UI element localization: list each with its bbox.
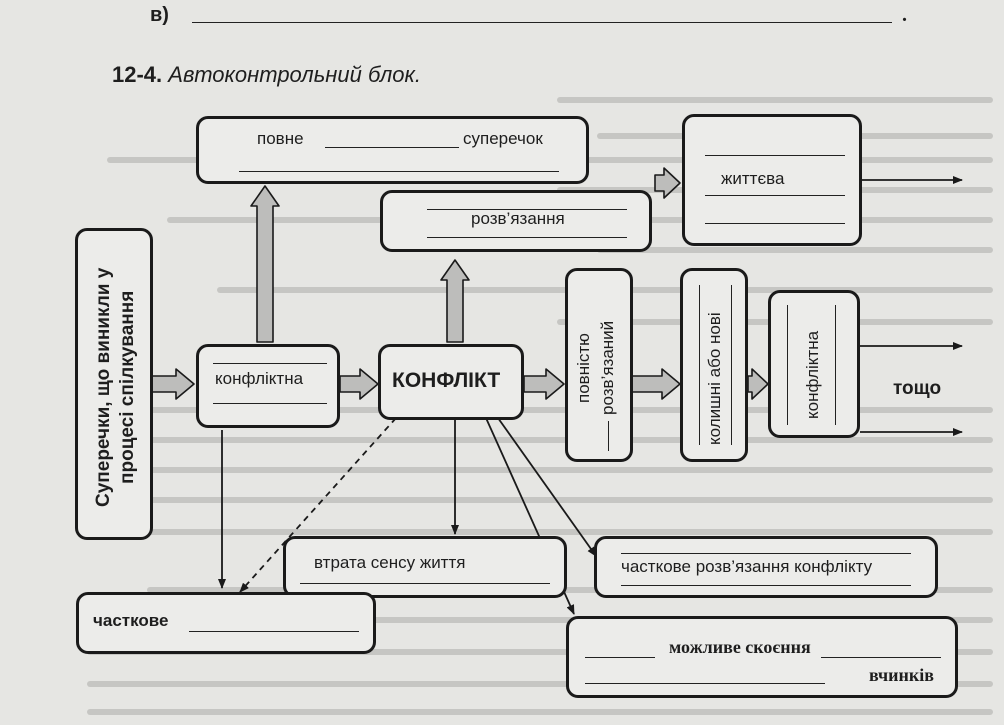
blank-line-complete-lower bbox=[239, 171, 559, 172]
loss-of-meaning-label: втрата сенсу життя bbox=[314, 553, 466, 572]
former-or-new-box: колишні або нові bbox=[680, 268, 748, 462]
hollow-arrow-resolution-to-vital bbox=[654, 167, 681, 199]
possible-acts-box: можливе скоєння вчинків bbox=[566, 616, 958, 698]
hollow-arrow-fully-resolved-to-former bbox=[631, 368, 681, 400]
hollow-arrow-disagreements-to-conflictual bbox=[151, 368, 195, 400]
disagreements-during-communication-box: Суперечки, що виникли у процесі спілкува… bbox=[75, 228, 153, 540]
dashed-arrow-conflict-to-partial bbox=[239, 417, 397, 593]
blank-line-resolution-top bbox=[427, 209, 627, 210]
blank-line-fully-resolved bbox=[608, 421, 609, 451]
fully-resolved-box: повністю розв’язаний bbox=[565, 268, 633, 462]
hollow-arrow-former-to-conflictual-vertical bbox=[747, 368, 769, 400]
loss-of-meaning-box: втрата сенсу життя bbox=[283, 536, 567, 598]
blank-line-conflictual-v-2 bbox=[835, 305, 836, 425]
blank-line-former-1 bbox=[699, 285, 700, 445]
blank-line-conflictual-top bbox=[213, 363, 327, 364]
conflictual-vertical-label: конфліктна bbox=[803, 330, 822, 419]
former-or-new-label: колишні або нові bbox=[705, 312, 724, 445]
conflict-box: КОНФЛІКТ bbox=[378, 344, 524, 420]
blank-line-complete bbox=[325, 147, 459, 148]
resolution-box: розв’язання bbox=[380, 190, 652, 252]
blank-line-vital-1 bbox=[705, 155, 845, 156]
vital-label: життєва bbox=[721, 169, 785, 188]
blank-line-partial-resolution-top bbox=[621, 553, 911, 554]
hollow-arrow-conflict-up-to-resolution bbox=[440, 259, 470, 343]
possible-acts-label-1: можливе скоєння bbox=[669, 637, 811, 657]
blank-line-conflictual-bottom bbox=[213, 403, 327, 404]
conflictual-vertical-box: конфліктна bbox=[768, 290, 860, 438]
etcetera-label: тощо bbox=[893, 378, 942, 399]
hollow-arrow-conflict-to-fully-resolved bbox=[523, 368, 565, 400]
conflictual-box: конфліктна bbox=[196, 344, 340, 428]
complete-disagreements-box: повне суперечок bbox=[196, 116, 589, 184]
blank-line-conflictual-v-1 bbox=[787, 305, 788, 425]
partial-box: часткове bbox=[76, 592, 376, 654]
blank-line-acts-lower bbox=[585, 683, 825, 684]
blank-line-partial bbox=[189, 631, 359, 632]
blank-line-resolution-bottom bbox=[427, 237, 627, 238]
section-title: Автоконтрольний блок. bbox=[168, 62, 422, 87]
conflict-label: КОНФЛІКТ bbox=[392, 369, 501, 392]
blank-line-partial-resolution-bottom bbox=[621, 585, 911, 586]
section-heading: 12-4. Автоконтрольний блок. bbox=[112, 62, 421, 88]
partial-label: часткове bbox=[93, 611, 169, 630]
blank-line-acts-left bbox=[585, 657, 655, 658]
partial-resolution-label: часткове розв’язання конфлікту bbox=[621, 557, 873, 576]
conflictual-label: конфліктна bbox=[215, 369, 304, 388]
hollow-arrow-conflictual-up-to-complete bbox=[250, 185, 280, 343]
complete-label: повне bbox=[257, 129, 304, 148]
fully-resolved-label: повністю розв’язаний bbox=[574, 320, 617, 416]
blank-line-loss bbox=[300, 583, 550, 584]
answer-option-label: в) bbox=[150, 4, 169, 26]
vital-box: життєва bbox=[682, 114, 862, 246]
blank-line-acts-right bbox=[821, 657, 941, 658]
hollow-arrow-conflictual-to-conflict bbox=[339, 368, 379, 400]
resolution-label: розв’язання bbox=[471, 209, 565, 228]
answer-blank-line bbox=[192, 22, 892, 23]
blank-line-vital-2 bbox=[705, 195, 845, 196]
possible-acts-label-2: вчинків bbox=[869, 665, 935, 685]
arrow-conflict-to-partial-resolution bbox=[497, 417, 597, 557]
section-number: 12-4. bbox=[112, 62, 163, 87]
answer-end-mark: . bbox=[902, 4, 907, 26]
previous-question-fragment: в) . bbox=[150, 0, 940, 40]
disagreements-label: Суперечки, що виникли у процесі спілкува… bbox=[93, 267, 138, 507]
disagreements-label: суперечок bbox=[463, 129, 543, 148]
blank-line-former-2 bbox=[731, 285, 732, 445]
partial-resolution-box: часткове розв’язання конфлікту bbox=[594, 536, 938, 598]
blank-line-vital-3 bbox=[705, 223, 845, 224]
